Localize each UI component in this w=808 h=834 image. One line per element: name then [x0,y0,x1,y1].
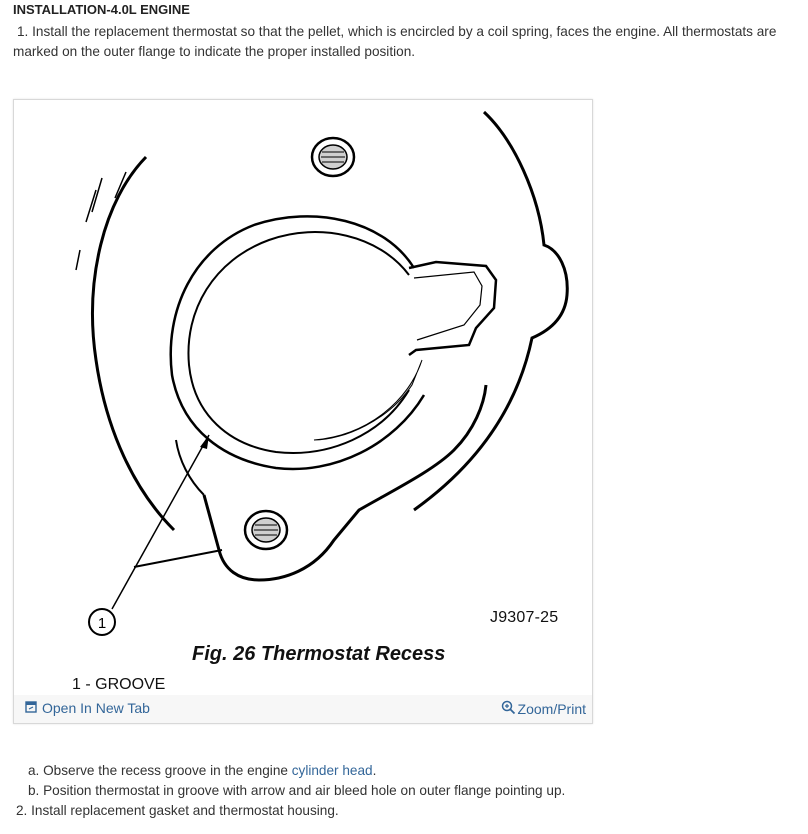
bottom-bolt-hole [243,509,289,551]
housing-outer-arc [91,155,176,532]
open-in-new-tab-label: Open In New Tab [42,700,150,716]
housing-bottom-line [133,549,223,568]
keyway-notch-inner [413,271,483,341]
zoom-icon [501,700,516,718]
callout-arrowhead [200,435,209,449]
substep-a: a. Observe the recess groove in the engi… [28,761,565,781]
cylinder-head-link[interactable]: cylinder head [291,763,373,778]
zoom-print-label: Zoom/Print [517,701,586,717]
figure-legend: 1 - GROOVE [72,676,166,693]
section-title: INSTALLATION-4.0L ENGINE [13,2,190,17]
figure-container: 1 J9307-25 Fig. 26 Thermostat Recess 1 -… [13,99,593,724]
groove-shading [313,359,423,441]
figure-code: J9307-25 [490,609,559,626]
recess-inner-ring [187,231,410,454]
flange-outline [202,384,488,582]
keyway-notch [408,260,498,357]
housing-hint-lines [75,171,127,271]
thermostat-recess-illustration: 1 [75,110,569,636]
open-in-new-tab-link[interactable]: Open In New Tab [25,700,150,716]
step-1-number: 1. [17,24,29,39]
figure-caption: Fig. 26 Thermostat Recess [192,643,446,665]
zoom-print-link[interactable]: Zoom/Print [501,700,586,718]
callout-circle [88,608,116,636]
step-1-text: Install the replacement thermostat so th… [13,24,777,59]
step-2-paragraph: 2. Install replacement gasket and thermo… [16,803,339,818]
housing-right-contour [413,110,569,512]
substep-a-prefix: a. Observe the recess groove in the engi… [28,763,292,778]
open-in-new-tab-icon [25,700,37,716]
substep-a-suffix: . [372,763,377,778]
substep-b: b. Position thermostat in groove with ar… [28,783,566,798]
substeps-list: a. Observe the recess groove in the engi… [28,761,565,801]
step-1-paragraph: 1. Install the replacement thermostat so… [13,22,803,62]
callout-leader-line [111,434,210,610]
callout-number: 1 [98,615,106,632]
figure-toolbar: Open In New Tab Zoom/Print [14,695,592,723]
recess-outer-ring [169,215,426,471]
flange-left-edge [175,439,205,496]
top-bolt-hole [310,136,356,178]
